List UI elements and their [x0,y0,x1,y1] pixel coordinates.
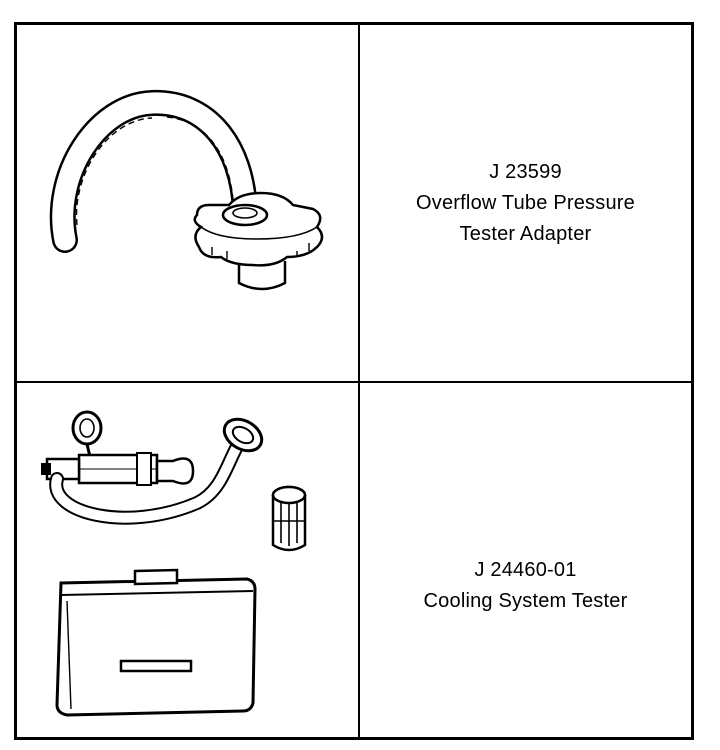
overflow-tube-adapter-illustration [49,89,324,291]
gauge-face [79,418,95,438]
pump-collar [136,452,152,486]
cap-rim-line [200,226,318,240]
cap-adapter-center [231,425,255,445]
tool-1-number: J 23599 [489,161,562,183]
cooling-system-tester-illustration [41,410,307,717]
case-latch [119,659,193,673]
small-adapter-ribs [273,501,305,546]
adapter-cap [193,191,324,267]
hose-entry-hole [232,207,258,219]
pump-handle [155,457,195,485]
cap-knurl [211,243,310,259]
tool-1-name-line-2: Tester Adapter [459,223,592,245]
tool-1-caption-cell: J 23599 Overflow Tube Pressure Tester Ad… [360,25,691,381]
tool-2-caption-cell: J 24460-01 Cooling System Tester [360,383,691,737]
tool-2-illustration-cell [17,383,358,737]
tool-table: J 23599 Overflow Tube Pressure Tester Ad… [14,22,694,740]
tester-hose [51,438,244,523]
case-handle [133,568,179,586]
fitting-nut [41,463,51,475]
hose-body [52,92,256,251]
small-adapter-rim [271,485,307,505]
tool-2-name-line-1: Cooling System Tester [423,590,628,612]
case-lid-line [60,590,254,596]
case-edge [66,600,72,710]
tool-2-caption: J 24460-01 Cooling System Tester [360,555,691,617]
row-divider [17,381,691,383]
hose-highlight [75,116,234,226]
tool-2-number: J 24460-01 [474,559,577,581]
carrying-case [55,577,257,717]
tool-1-caption: J 23599 Overflow Tube Pressure Tester Ad… [360,157,691,250]
adapter-neck [237,261,287,291]
tool-1-name-line-1: Overflow Tube Pressure [416,192,635,214]
tool-1-illustration-cell [17,25,358,381]
